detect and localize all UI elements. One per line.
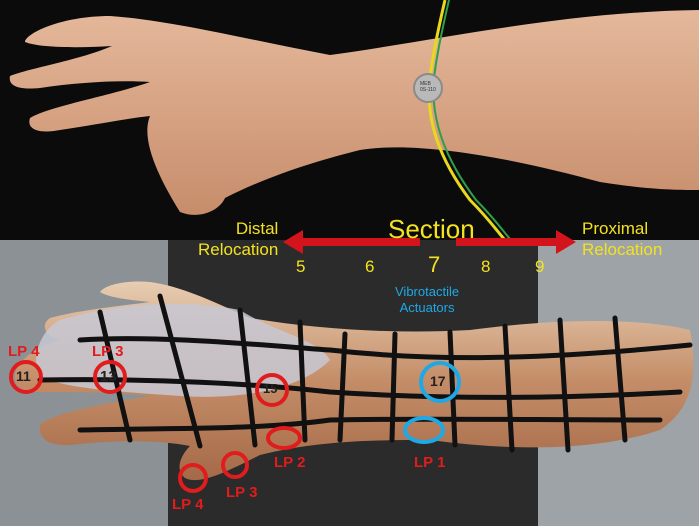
device-label: MEB 0S-110: [420, 81, 436, 93]
lp2-label: LP 2: [274, 454, 306, 471]
proximal-label: Proximal Relocation: [582, 219, 663, 260]
lp4-dorsal-label: LP 4: [8, 343, 40, 360]
distal-arrow: [283, 230, 420, 254]
distal-label: Distal Relocation: [198, 219, 279, 260]
lp1-label: LP 1: [414, 454, 446, 471]
actuator-label: Vibrotactile Actuators: [395, 284, 460, 315]
proximal-arrow: [456, 230, 576, 254]
silver-region: [36, 303, 330, 397]
blue-circles: [403, 361, 461, 444]
marker-17: 17: [430, 373, 446, 389]
cable-green: [432, 0, 512, 241]
section-number-8: 8: [481, 257, 491, 276]
section-label: Section: [388, 214, 475, 244]
section-number-5: 5: [296, 257, 306, 276]
real-arm-shape: [9, 10, 699, 215]
lp3-lower-label: LP 3: [226, 484, 258, 501]
red-circles: [9, 360, 302, 493]
lp4-lower-label: LP 4: [172, 496, 204, 513]
grid-lines: [37, 293, 693, 453]
marker-15: 15: [263, 381, 278, 396]
section-number-7: 7: [428, 252, 441, 277]
cable-yellow: [427, 0, 507, 242]
actuator-disc: [413, 73, 443, 103]
lp3-dorsal-label: LP 3: [92, 343, 124, 360]
section-number-9: 9: [535, 257, 545, 276]
marker-11: 11: [16, 368, 31, 384]
marker-13: 13: [100, 368, 117, 385]
section-number-6: 6: [365, 257, 375, 276]
